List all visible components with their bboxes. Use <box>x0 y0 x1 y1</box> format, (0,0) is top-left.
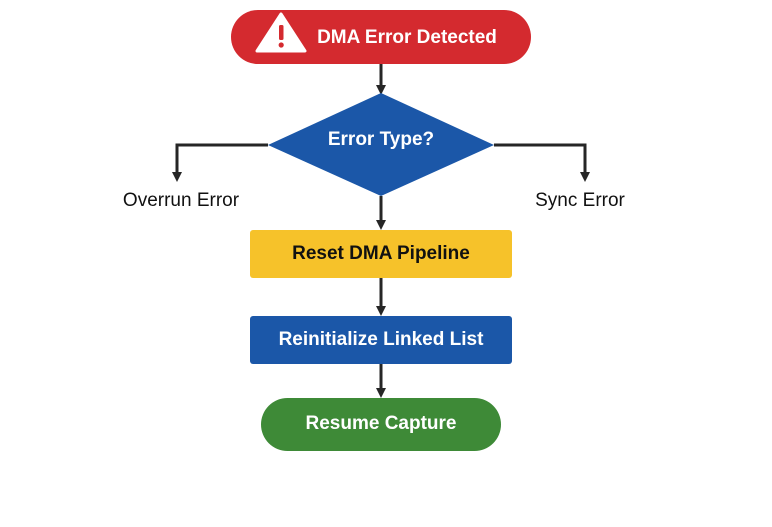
step-reset-dma-pipeline: Reset DMA Pipeline <box>250 230 512 278</box>
step-reinit-shape <box>250 316 512 364</box>
end-node-label: Resume Capture <box>306 413 457 434</box>
step-reset-label: Reset DMA Pipeline <box>292 243 470 264</box>
step-reinit-label: Reinitialize Linked List <box>279 329 484 350</box>
arrow-decision-to-sync-error <box>494 143 590 182</box>
end-node-shape <box>261 398 501 451</box>
warning-triangle-icon <box>255 12 307 53</box>
end-node: Resume Capture <box>261 398 501 451</box>
start-node: DMA Error Detected <box>231 10 531 64</box>
decision-node: Error Type? <box>268 93 494 196</box>
branch-label-sync-error: Sync Error <box>535 190 625 211</box>
start-node-label: DMA Error Detected <box>317 27 497 48</box>
step-reinitialize-linked-list: Reinitialize Linked List <box>250 316 512 364</box>
decision-diamond-shape <box>268 93 494 196</box>
arrow-decision-to-overrun-error <box>172 143 268 182</box>
branch-label-overrun-error: Overrun Error <box>123 190 240 211</box>
step-reset-shape <box>250 230 512 278</box>
decision-label: Error Type? <box>328 129 434 150</box>
connectors <box>172 64 590 398</box>
